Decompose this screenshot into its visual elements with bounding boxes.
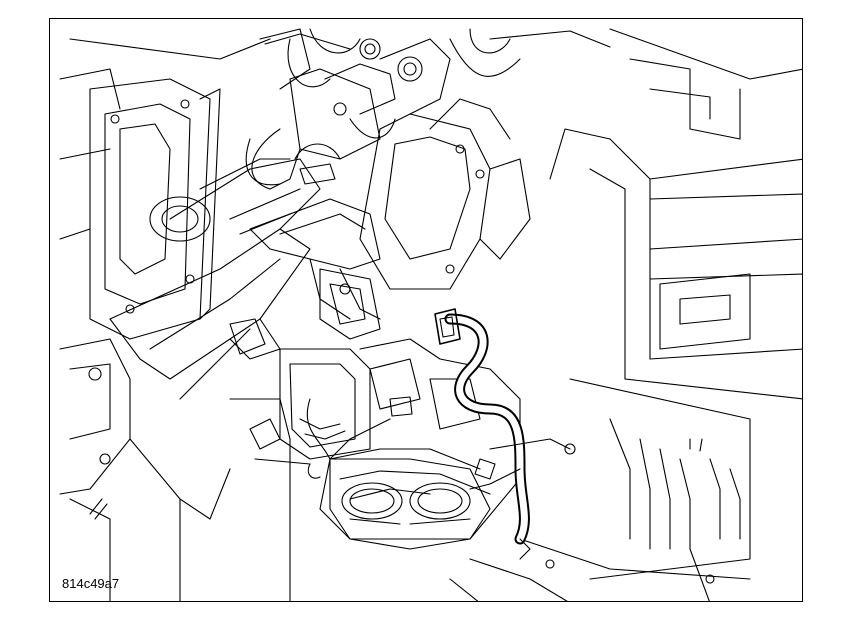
- left-bracket: [89, 78, 221, 340]
- line-drawing: [59, 28, 802, 601]
- pedal-bracket: [249, 38, 531, 320]
- body-panels: [59, 28, 802, 601]
- wire-leads: [245, 28, 521, 460]
- figure-id-label: 814c49a7: [62, 576, 120, 591]
- technical-illustration: 814c49a7: [49, 18, 803, 602]
- wire-harness: [434, 308, 576, 560]
- air-duct-outlets: [329, 458, 491, 550]
- steering-column: [109, 28, 396, 400]
